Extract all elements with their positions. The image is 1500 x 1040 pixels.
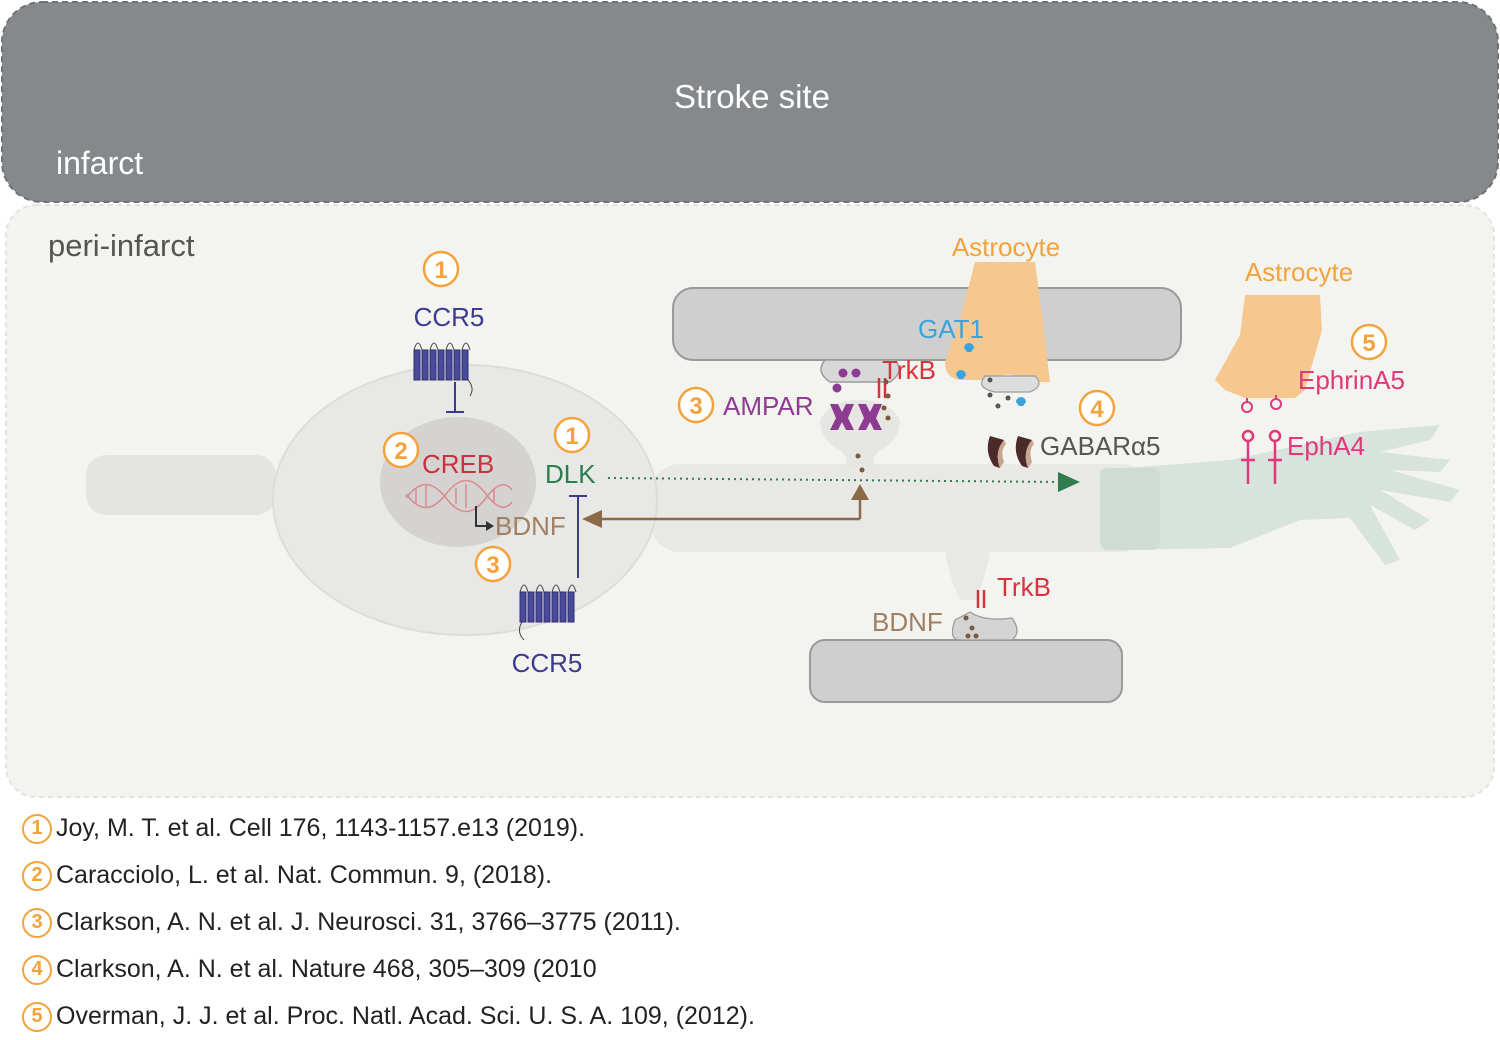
presynaptic-terminal-bottom xyxy=(809,639,1123,703)
glutamate-dots xyxy=(832,368,861,393)
bouton-bottom xyxy=(951,611,1018,641)
ccr5-inhibit-top xyxy=(446,382,464,413)
marker-3-bdnf: 3 xyxy=(474,545,512,583)
label-gabar: GABARα5 xyxy=(1040,431,1161,461)
dlk-inhibit-line xyxy=(569,495,587,578)
reference-number-badge: 2 xyxy=(22,860,52,891)
creb-bdnf-arrow xyxy=(475,506,486,527)
reference-text: Joy, M. T. et al. Cell 176, 1143-1157.e1… xyxy=(56,814,586,842)
reference-text: Overman, J. J. et al. Proc. Natl. Acad. … xyxy=(56,1002,755,1030)
marker-2-creb: 2 xyxy=(382,431,420,469)
label-trkb-top: TrkB xyxy=(882,355,936,385)
astrocyte-1 xyxy=(945,262,1050,382)
label-trkb-bottom: TrkB xyxy=(997,572,1051,602)
label-bdnf-bottom: BDNF xyxy=(872,607,943,637)
trkb-receptor-bottom xyxy=(976,590,986,608)
marker-4-gabar: 4 xyxy=(1078,389,1116,427)
label-ephrina5: EphrinA5 xyxy=(1298,365,1405,395)
svg-text:5: 5 xyxy=(1362,330,1375,357)
gat1-transporters xyxy=(956,343,1026,406)
reference-item: 1 Joy, M. T. et al. Cell 176, 1143-1157.… xyxy=(22,805,1122,852)
reference-item: 5 Overman, J. J. et al. Proc. Natl. Acad… xyxy=(22,993,1122,1040)
infarct-zone xyxy=(1,1,1499,203)
dlk-growth-arrowhead xyxy=(1058,472,1080,492)
reference-item: 3 Clarkson, A. N. et al. J. Neurosci. 31… xyxy=(22,899,1122,946)
axon xyxy=(650,464,1150,552)
spine-bottom xyxy=(945,552,990,600)
label-creb: CREB xyxy=(422,449,494,479)
bdnf-dots-bottom xyxy=(963,615,979,639)
label-dlk: DLK xyxy=(545,459,596,489)
label-astrocyte-2: Astrocyte xyxy=(1245,257,1353,287)
reference-text: Clarkson, A. N. et al. J. Neurosci. 31, … xyxy=(56,908,681,936)
reference-number-badge: 1 xyxy=(22,813,52,844)
astrocyte-2 xyxy=(1215,295,1322,398)
label-ccr5-bottom: CCR5 xyxy=(512,648,583,678)
ccr5-receptor-bottom xyxy=(519,591,575,623)
marker-5-ephrin: 5 xyxy=(1350,323,1388,361)
stroke-site-label: Stroke site xyxy=(674,78,830,115)
svg-text:3: 3 xyxy=(689,393,702,420)
label-bdnf-nucleus: BDNF xyxy=(495,511,566,541)
svg-text:4: 4 xyxy=(1090,396,1104,423)
label-epha4: EphA4 xyxy=(1287,431,1365,461)
astrocyte-1-bouton xyxy=(981,375,1040,393)
reference-item: 4 Clarkson, A. N. et al. Nature 468, 305… xyxy=(22,946,1122,993)
label-ccr5-top: CCR5 xyxy=(414,302,485,332)
ephrina5-ligands xyxy=(1241,395,1282,413)
label-astrocyte-1: Astrocyte xyxy=(952,232,1060,262)
svg-text:3: 3 xyxy=(486,552,499,579)
bdnf-dots-top xyxy=(855,379,891,473)
ccr5-loops-top xyxy=(413,342,473,397)
svg-text:1: 1 xyxy=(565,423,578,450)
reference-number-badge: 4 xyxy=(22,954,52,985)
gaba-dots xyxy=(987,377,1011,409)
label-ampar: AMPAR xyxy=(723,391,814,421)
gabar-receptors xyxy=(987,436,1034,468)
reference-item: 2 Caracciolo, L. et al. Nat. Commun. 9, … xyxy=(22,852,1122,899)
reference-number-badge: 5 xyxy=(22,1001,52,1032)
ccr5-loops-bottom xyxy=(518,584,577,641)
dna-icon xyxy=(405,479,513,513)
label-gat1: GAT1 xyxy=(918,314,984,344)
reference-text: Caracciolo, L. et al. Nat. Commun. 9, (2… xyxy=(56,861,553,889)
growth-cone-base xyxy=(1100,468,1160,550)
reference-number-badge: 3 xyxy=(22,907,52,938)
ampar-receptors xyxy=(830,404,882,430)
epha4-receptors xyxy=(1241,429,1282,484)
presynaptic-terminal-top xyxy=(672,287,1182,361)
marker-1-dlk: 1 xyxy=(553,416,591,454)
references-list: 1 Joy, M. T. et al. Cell 176, 1143-1157.… xyxy=(22,805,1122,1040)
dendrite-left xyxy=(86,455,276,515)
peri-infarct-label: peri-infarct xyxy=(48,228,195,263)
growth-cone xyxy=(1100,425,1460,565)
bdnf-arrowhead-left xyxy=(582,510,602,528)
svg-text:2: 2 xyxy=(394,438,407,465)
marker-3-ampar: 3 xyxy=(677,386,715,424)
svg-text:1: 1 xyxy=(434,257,447,284)
marker-1-ccr5: 1 xyxy=(422,250,460,288)
ccr5-receptor-top xyxy=(413,349,469,381)
reference-text: Clarkson, A. N. et al. Nature 468, 305–3… xyxy=(56,955,597,983)
creb-bdnf-arrowhead xyxy=(486,521,494,531)
bdnf-arrowhead-up xyxy=(851,484,869,500)
infarct-label: infarct xyxy=(56,145,143,181)
